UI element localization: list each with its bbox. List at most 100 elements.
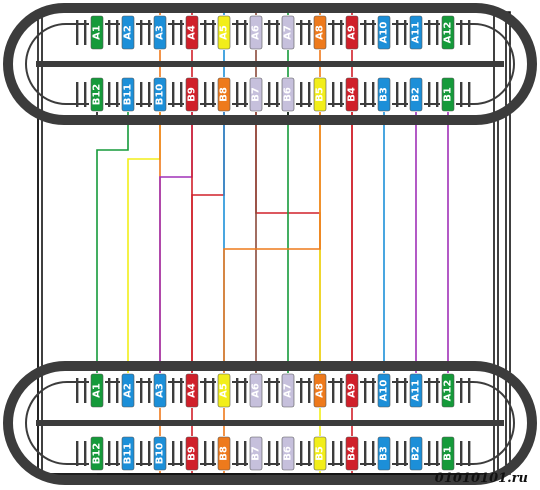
connector-top-tooth <box>236 20 239 45</box>
pin-top-a9: A9 <box>344 15 360 50</box>
wire-top-A10-to-bottom-B3 <box>384 11 495 475</box>
wire-top-B10-to-bottom-A2 <box>127 111 161 374</box>
pin-label: A5 <box>219 383 230 398</box>
pin-label: B7 <box>251 87 262 102</box>
pin-body <box>281 77 295 112</box>
connector-top-tooth <box>460 20 463 45</box>
pin-top-b8: B8 <box>216 77 232 112</box>
pin-label: A2 <box>123 383 134 398</box>
pin-body <box>409 373 423 408</box>
connector-top-tooth <box>212 20 215 45</box>
pin-bottom-a7: A7 <box>280 373 296 408</box>
connector-bottom-tooth <box>204 378 207 403</box>
pin-body <box>153 373 167 408</box>
pin-body <box>121 77 135 112</box>
pin-top-b10: B10 <box>152 77 168 112</box>
pin-body <box>185 15 199 50</box>
connector-top-tooth <box>364 20 367 45</box>
pin-bottom-a9: A9 <box>344 373 360 408</box>
connector-bottom-tooth <box>76 441 79 466</box>
connector-bottom-tooth <box>172 441 175 466</box>
pin-top-b7: B7 <box>248 77 264 112</box>
pin-body <box>377 373 391 408</box>
pin-body <box>90 373 104 408</box>
pin-body <box>281 373 295 408</box>
connector-top-tooth <box>204 82 207 107</box>
connector-top-tooth <box>148 20 151 45</box>
pin-label: A2 <box>123 25 134 40</box>
pin-label: B5 <box>315 446 326 461</box>
pin-bottom-b11: B11 <box>120 436 136 471</box>
connector-bottom-tooth <box>180 441 183 466</box>
connector-bottom-tooth <box>180 378 183 403</box>
pin-top-b1: B1 <box>440 77 456 112</box>
pin-body <box>153 15 167 50</box>
connector-bottom-tooth <box>276 378 279 403</box>
pin-body <box>441 77 455 112</box>
pin-top-b4: B4 <box>344 77 360 112</box>
connector-bottom-tooth <box>428 378 431 403</box>
pin-top-a5: A5 <box>216 15 232 50</box>
pin-body <box>377 77 391 112</box>
pin-body <box>313 436 327 471</box>
pin-bottom-b1: B1 <box>440 436 456 471</box>
connector-bottom-tooth <box>268 441 271 466</box>
connector-bottom-tooth <box>372 441 375 466</box>
connector-top-tooth <box>340 20 343 45</box>
pin-label: B1 <box>443 87 454 102</box>
pin-top-b2: B2 <box>408 77 424 112</box>
connector-top-tooth <box>76 82 79 107</box>
pin-top-a12: A12 <box>440 15 456 50</box>
pin-body <box>345 436 359 471</box>
connector-bottom-tooth <box>460 441 463 466</box>
pin-body <box>313 15 327 50</box>
connector-top-tooth <box>332 20 335 45</box>
pin-bottom-b3: B3 <box>376 436 392 471</box>
connector-top-tooth <box>404 82 407 107</box>
connector-bottom-tooth <box>84 441 87 466</box>
connector-bottom-tooth <box>364 378 367 403</box>
pin-body <box>281 15 295 50</box>
pin-label: B7 <box>251 446 262 461</box>
connector-bottom-tooth <box>204 441 207 466</box>
connector-top-center-rail <box>36 61 504 67</box>
pin-label: A9 <box>347 383 358 398</box>
connector-top-tooth <box>268 20 271 45</box>
pin-top-a2: A2 <box>120 15 136 50</box>
pin-label: B9 <box>187 87 198 102</box>
pin-label: A12 <box>443 380 454 402</box>
connector-top-tooth <box>84 82 87 107</box>
pin-label: B5 <box>315 87 326 102</box>
pin-bottom-b8: B8 <box>216 436 232 471</box>
connector-bottom-tooth <box>340 441 343 466</box>
connector-top-tooth <box>300 82 303 107</box>
connector-bottom-tooth <box>116 378 119 403</box>
connector-top-tooth <box>276 82 279 107</box>
connector-top-tooth <box>468 20 471 45</box>
pin-body <box>153 77 167 112</box>
connector-top-tooth <box>340 82 343 107</box>
pin-bottom-b10: B10 <box>152 436 168 471</box>
pin-body <box>281 436 295 471</box>
pin-body <box>345 373 359 408</box>
connector-bottom-tooth <box>212 441 215 466</box>
connector-top-tooth <box>244 82 247 107</box>
pin-label: B10 <box>155 84 166 106</box>
connector-top-tooth <box>332 82 335 107</box>
pin-body <box>153 436 167 471</box>
connector-bottom-tooth <box>236 378 239 403</box>
pin-label: A4 <box>187 383 198 398</box>
pin-top-b3: B3 <box>376 77 392 112</box>
connector-top-tooth <box>116 20 119 45</box>
pin-label: B6 <box>283 87 294 102</box>
pin-body <box>185 436 199 471</box>
pin-label: A5 <box>219 25 230 40</box>
pin-body <box>441 15 455 50</box>
pin-body <box>345 77 359 112</box>
connector-top-tooth <box>140 20 143 45</box>
pin-body <box>217 436 231 471</box>
pin-bottom-a12: A12 <box>440 373 456 408</box>
connector-top-tooth <box>116 82 119 107</box>
pin-label: A12 <box>443 22 454 44</box>
connector-bottom-tooth <box>468 378 471 403</box>
